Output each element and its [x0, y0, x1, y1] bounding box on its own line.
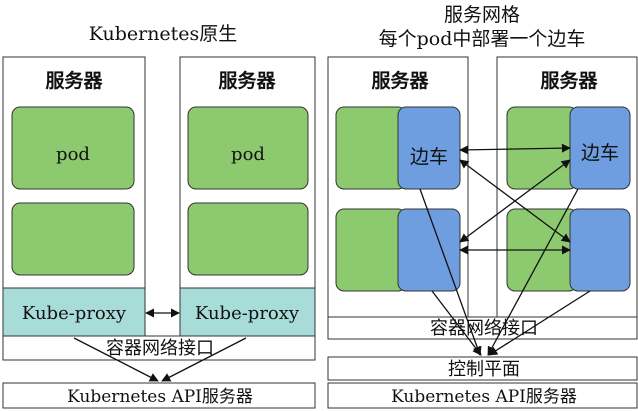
left-server-2-pod-2	[187, 202, 309, 276]
right-server-1-pod-2	[335, 208, 407, 292]
left-server-1-kube-proxy-label: Kube-proxy	[22, 303, 127, 324]
right-control-plane-label: 控制平面	[448, 359, 520, 380]
left-server-1-pod-1-label: pod	[56, 144, 90, 165]
right-server-1-sidecar-2	[397, 208, 461, 292]
left-api-server	[2, 382, 316, 409]
left-server-1-kube-proxy	[2, 287, 146, 337]
left-cni-band	[2, 335, 316, 361]
left-server-2-kube-proxy-label: Kube-proxy	[195, 303, 300, 324]
right-server-1-label: 服务器	[371, 69, 429, 92]
sidecar-2-1-to-control-arrow	[487, 188, 579, 356]
left-server-1-label: 服务器	[45, 69, 103, 92]
right-server-2-sidecar-1-label: 边车	[581, 142, 619, 164]
left-server-2-pod-1-label: pod	[231, 144, 265, 165]
mesh-top-horizontal-arrow	[459, 143, 571, 155]
right-title-line-2: 每个pod中部署一个边车	[379, 28, 586, 50]
right-cni-label: 容器网络接口	[430, 318, 538, 339]
sidecar-1-1-to-control-arrow	[419, 188, 482, 356]
left-server-2-pod-1	[187, 106, 309, 190]
left-server-1-pod-1	[11, 106, 135, 190]
left-proxy-2-to-api-arrow	[161, 337, 247, 382]
left-proxy-1-to-api-arrow	[73, 337, 159, 382]
right-api-server-label: Kubernetes API服务器	[391, 387, 577, 407]
sidecar-1-2-to-control-arrow	[431, 290, 482, 356]
right-api-server	[327, 382, 638, 409]
sidecar-2-2-to-control-arrow	[488, 290, 591, 356]
left-server-1-pod-2	[11, 202, 135, 276]
right-title-line-1: 服务网格	[444, 4, 520, 26]
right-server-1-pod-1	[335, 106, 407, 190]
left-server-2-kube-proxy	[179, 287, 316, 337]
right-control-plane	[327, 356, 638, 381]
right-server-1-sidecar-1-label: 边车	[410, 146, 448, 168]
right-server-2-sidecar-2	[569, 208, 631, 292]
right-cni-band	[327, 316, 638, 340]
right-server-2-label: 服务器	[540, 69, 598, 92]
left-api-server-label: Kubernetes API服务器	[67, 387, 253, 407]
left-title: Kubernetes原生	[89, 23, 238, 45]
left-server-2-label: 服务器	[218, 69, 276, 92]
mesh-diagonal-up-arrow	[459, 159, 571, 243]
left-cni-label: 容器网络接口	[106, 338, 214, 359]
